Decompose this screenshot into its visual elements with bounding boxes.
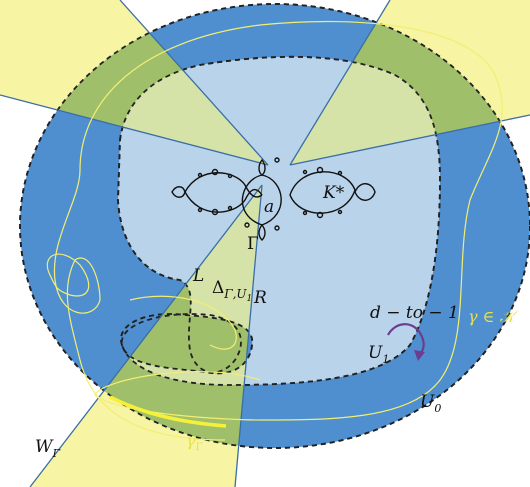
ray-r — [234, 184, 263, 487]
label-delta-subsub: 1 — [247, 294, 253, 304]
label-k-star: K* — [322, 183, 345, 203]
label-u0: U0 — [420, 392, 441, 415]
label-gamma: Γ — [247, 234, 259, 254]
ray-right — [289, 114, 530, 166]
d-to-1-arrow — [387, 323, 425, 361]
label-w-main: W — [35, 437, 54, 457]
ray-left — [0, 94, 269, 166]
hole-boundary — [120, 313, 253, 375]
ray-top-left — [119, 0, 269, 166]
label-u1: U1 — [368, 343, 389, 366]
curve-inner-lower — [129, 295, 237, 350]
label-w-sub: Γ — [51, 447, 60, 460]
curve-loop-small — [46, 253, 90, 297]
curve-gamma-in-k — [53, 20, 503, 441]
label-w-gamma: WΓ — [35, 437, 60, 460]
label-l: L — [192, 266, 204, 286]
label-gg-sub: Γ — [196, 442, 203, 453]
ray-l — [29, 184, 263, 487]
label-u1-main: U — [368, 343, 383, 363]
outer-boundary — [19, 3, 530, 449]
label-r: R — [253, 288, 267, 308]
label-gamma-in-k: γ ∈ 𝒦 — [468, 307, 520, 326]
label-delta-main: Δ — [212, 278, 224, 298]
label-a: a — [264, 197, 274, 217]
curve-gamma-gamma — [109, 395, 227, 428]
inner-boundary — [117, 55, 441, 386]
label-gamma-gamma: γΓ — [186, 431, 203, 453]
label-d-to-1: d − to − 1 — [370, 303, 459, 323]
label-u1-sub: 1 — [382, 353, 389, 366]
label-gg-main: γ — [186, 431, 196, 450]
label-delta: ΔΓ,U1 — [212, 278, 252, 304]
julia-set-k-star — [171, 157, 376, 241]
ray-top-right — [289, 0, 391, 166]
label-delta-sub: Γ,U — [223, 287, 247, 301]
label-u0-main: U — [420, 392, 435, 412]
label-u0-sub: 0 — [434, 402, 441, 415]
